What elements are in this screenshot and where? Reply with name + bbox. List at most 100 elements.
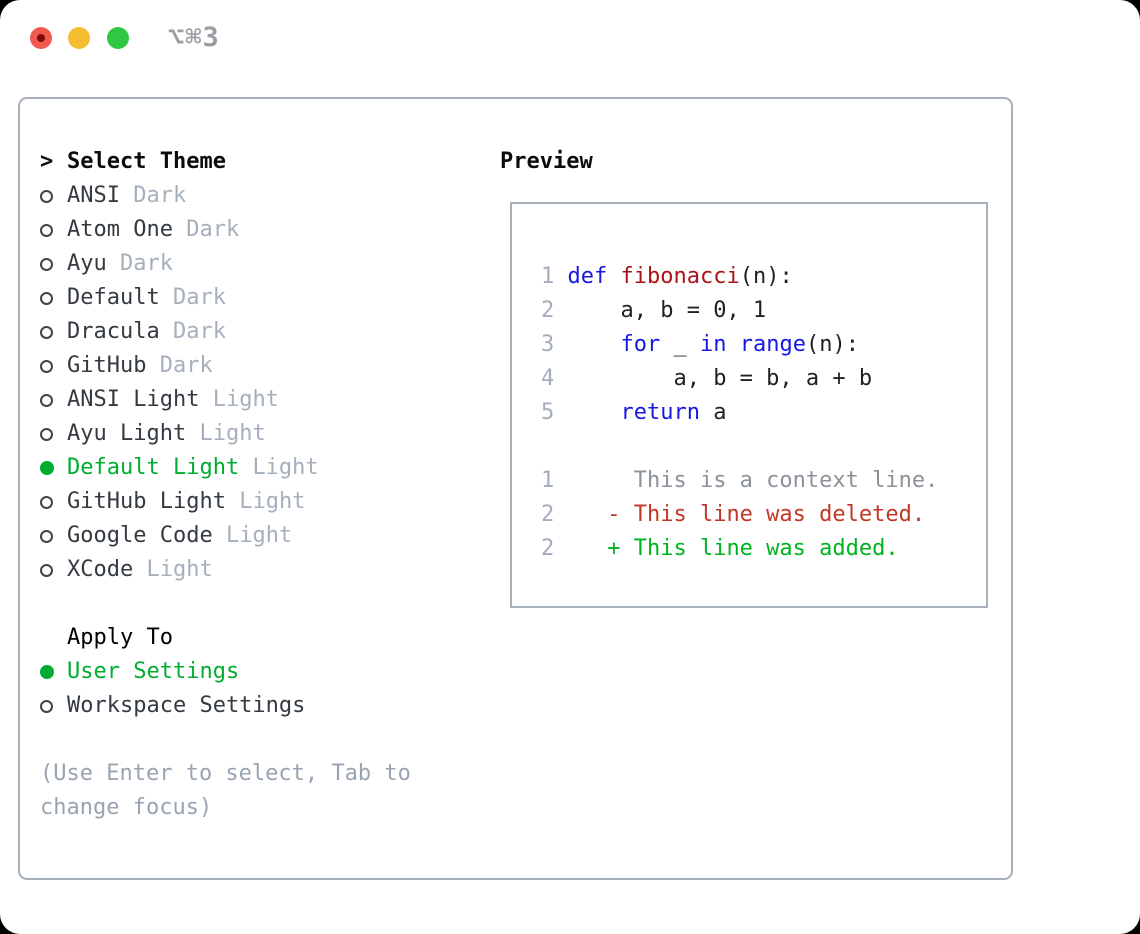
code-token: (n): [739, 264, 793, 289]
theme-name: Ayu Light [67, 421, 187, 446]
theme-name: Atom One [67, 217, 173, 242]
select-theme-header-row: > Select Theme [40, 145, 490, 179]
radio-cell [40, 519, 67, 553]
radio-icon [40, 461, 54, 475]
diff-line: 2 - This line was deleted. [541, 498, 938, 532]
code-line: 5 return a [541, 396, 938, 430]
theme-variant-label: Dark [133, 183, 187, 208]
theme-option-default[interactable]: Default Dark [40, 281, 490, 315]
theme-variant-label: Light [225, 523, 293, 548]
theme-name: Ayu [67, 251, 107, 276]
titlebar: ⌥⌘3 [0, 0, 1140, 76]
theme-name: Default Light [67, 455, 240, 480]
code-token: return [620, 400, 700, 425]
apply-option-label: User Settings [67, 659, 240, 684]
apply-option-label: Workspace Settings [67, 693, 306, 718]
radio-cell [40, 315, 67, 349]
radio-icon [40, 291, 53, 305]
keyboard-hint: (Use Enter to select, Tab to change focu… [40, 761, 411, 820]
theme-variant-label: Light [199, 421, 266, 446]
code-line: 1 def fibonacci(n): [541, 260, 938, 294]
theme-option-dracula[interactable]: Dracula Dark [40, 315, 490, 349]
code-token [568, 332, 621, 357]
radio-cell [40, 179, 67, 213]
theme-variant-label: Light [212, 387, 279, 412]
line-number: 2 [541, 502, 608, 527]
radio-icon [40, 325, 53, 339]
theme-variant-label: Dark [186, 217, 240, 242]
radio-cell [40, 213, 67, 247]
radio-cell [40, 281, 67, 315]
theme-variant-label: Light [146, 557, 213, 582]
code-token [568, 400, 621, 425]
code-token: (n): [805, 332, 859, 357]
apply-option-workspace-settings[interactable]: Workspace Settings [40, 689, 490, 723]
theme-variant-label: Light [252, 455, 319, 480]
radio-icon [40, 665, 54, 679]
line-number: 3 [541, 332, 568, 357]
radio-icon [40, 529, 53, 543]
theme-variant-label: Dark [172, 285, 226, 310]
theme-option-default-light[interactable]: Default Light Light [40, 451, 490, 485]
radio-icon [40, 393, 53, 407]
theme-name: ANSI Light [67, 387, 200, 412]
theme-name: ANSI [67, 183, 120, 208]
apply-option-user-settings[interactable]: User Settings [40, 655, 490, 689]
theme-option-google-code[interactable]: Google Code Light [40, 519, 490, 553]
select-theme-header: Select Theme [67, 149, 226, 174]
theme-name: Default [67, 285, 160, 310]
theme-option-ansi-light[interactable]: ANSI Light Light [40, 383, 490, 417]
code-token: in [699, 332, 727, 357]
window-title-shortcut: ⌥⌘3 [168, 22, 220, 53]
theme-name: XCode [67, 557, 134, 582]
code-line: 4 a, b = b, a + b [541, 362, 938, 396]
code-line: 2 a, b = 0, 1 [541, 294, 938, 328]
diff-line: 2 + This line was added. [541, 532, 938, 566]
minimize-button[interactable] [68, 27, 90, 49]
zoom-button[interactable] [107, 27, 129, 49]
theme-option-github-light[interactable]: GitHub Light Light [40, 485, 490, 519]
apply-to-header: Apply To [67, 625, 173, 650]
code-token: range [739, 332, 806, 357]
line-number: 4 [541, 366, 568, 391]
theme-variant-label: Dark [120, 251, 173, 276]
code-token: fibonacci [620, 264, 740, 289]
apply-to-header-row: Apply To [40, 621, 490, 655]
radio-icon [40, 563, 53, 577]
theme-option-xcode[interactable]: XCode Light [40, 553, 490, 587]
theme-variant-label: Light [239, 489, 306, 514]
diff-text: + This line was added. [607, 536, 899, 561]
theme-variant-label: Dark [172, 319, 226, 344]
radio-cell [40, 349, 67, 383]
code-token [607, 264, 620, 289]
radio-icon [40, 257, 53, 271]
theme-option-atom-one[interactable]: Atom One Dark [40, 213, 490, 247]
line-number: 1 [541, 264, 568, 289]
radio-icon [40, 359, 53, 373]
radio-cell [40, 417, 67, 451]
theme-option-ayu[interactable]: Ayu Dark [40, 247, 490, 281]
prompt-icon: > [40, 149, 54, 174]
radio-cell [40, 247, 67, 281]
theme-option-github[interactable]: GitHub Dark [40, 349, 490, 383]
code-token: def [567, 264, 608, 289]
radio-cell [40, 553, 67, 587]
code-line: 3 for _ in range(n): [541, 328, 938, 362]
code-token: _ [660, 332, 700, 357]
line-number: 5 [541, 400, 568, 425]
diff-text: - This line was deleted. [607, 502, 926, 527]
radio-cell [40, 451, 67, 485]
theme-name: Dracula [67, 319, 160, 344]
theme-name: Google Code [67, 523, 213, 548]
preview-title: Preview [500, 149, 593, 174]
theme-option-ansi[interactable]: ANSI Dark [40, 179, 490, 213]
close-button[interactable] [30, 27, 52, 49]
theme-option-ayu-light[interactable]: Ayu Light Light [40, 417, 490, 451]
radio-cell [40, 655, 67, 689]
